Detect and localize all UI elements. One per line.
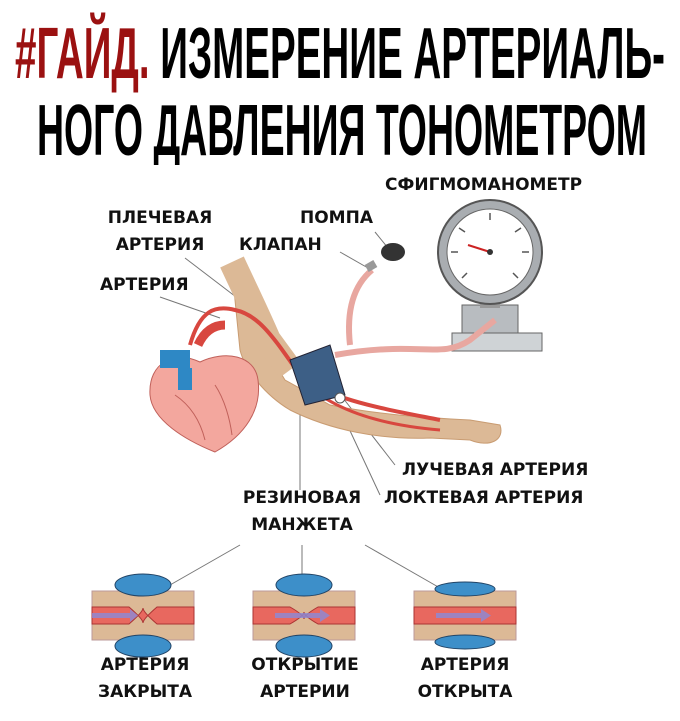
label-radial-artery: ЛУЧЕВАЯ АРТЕРИЯ [402,460,589,480]
sphygmomanometer-gauge [437,199,543,352]
label-artery: АРТЕРИЯ [100,275,189,295]
rubber-cuff [289,344,346,406]
flow-arrow-icon [436,609,491,622]
label-sphygmomanometer: СФИГМОМАНОМЕТР [385,175,583,195]
label-pump: ПОМПА [300,208,373,228]
artery-line [188,306,441,422]
guide-tag: #ГАЙД. [15,12,150,94]
artery-section-opening [252,573,356,658]
artery-section-open [413,581,517,650]
heart [149,320,260,453]
artery-section-closed [91,573,195,658]
valve [364,260,378,272]
label-valve: КЛАПАН [239,235,322,255]
page-title: #ГАЙД. ИЗМЕРЕНИЕ АРТЕРИАЛЬ- НОГО ДАВЛЕНИ… [15,12,665,165]
title-line-2: НОГО ДАВЛЕНИЯ ТОНОМЕТРОМ [37,91,647,165]
label-ulnar-artery: ЛОКТЕВАЯ АРТЕРИЯ [384,488,584,508]
title-line-1: #ГАЙД. ИЗМЕРЕНИЕ АРТЕРИАЛЬ- [15,12,665,94]
flow-arrow-icon [275,609,330,622]
flow-arrow-icon [92,609,138,622]
pump-bulb [381,243,405,261]
title-text-1: ИЗМЕРЕНИЕ АРТЕРИАЛЬ- [160,14,665,94]
